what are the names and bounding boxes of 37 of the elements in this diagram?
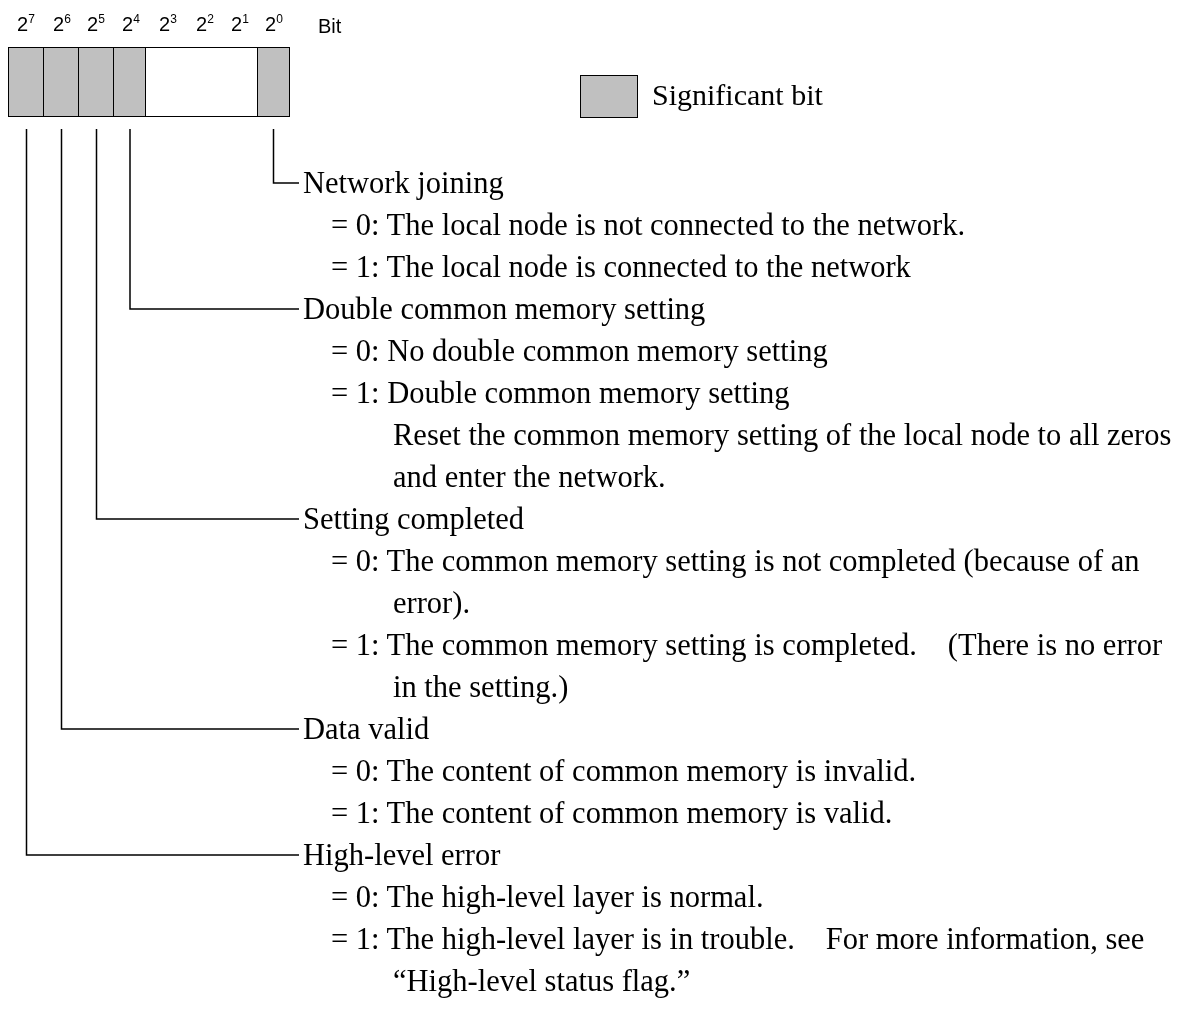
bit-cell <box>145 47 259 117</box>
bit-cell <box>113 47 147 117</box>
bit-cell <box>43 47 80 117</box>
leader-line <box>60 128 300 730</box>
leader-line <box>272 128 300 184</box>
value-description: = 0: The common memory setting is not completed (because of an error). <box>330 543 1141 622</box>
bit-cell <box>257 47 290 117</box>
value-description: = 1: Double common memory setting <box>330 375 791 412</box>
value-description: = 1: The high-level layer is in trouble. For more information, see “High-level status flag.” <box>330 921 1146 1000</box>
field-heading: Double common memory setting <box>303 291 707 328</box>
value-description: = 0: The high-level layer is normal. <box>330 879 765 916</box>
bit-weight: 2$^{3}$ <box>159 12 177 36</box>
bit-weight: 2$^{7}$ <box>17 12 35 36</box>
bit-weight: 2$^{2}$ <box>196 12 214 36</box>
bit-caption: Bit <box>318 15 342 38</box>
field-heading: Setting completed <box>303 501 526 538</box>
legend-label: Significant bit <box>652 78 823 112</box>
field-heading: Network joining <box>303 165 505 202</box>
value-note: Reset the common memory setting of the local node to all zeros and enter the network. <box>392 417 1173 496</box>
leader-line <box>129 128 300 310</box>
leader-line <box>95 128 300 520</box>
bit-weight: 2$^{1}$ <box>231 12 249 36</box>
value-description: = 0: The local node is not connected to the network. <box>330 207 967 244</box>
bit-cell <box>8 47 45 117</box>
bit-cell <box>78 47 115 117</box>
field-heading: Data valid <box>303 711 431 748</box>
bit-weight: 2$^{0}$ <box>265 12 283 36</box>
bit-weight: 2$^{6}$ <box>53 12 71 36</box>
value-description: = 1: The local node is connected to the network <box>330 249 912 286</box>
value-description: = 0: No double common memory setting <box>330 333 829 370</box>
value-description: = 0: The content of common memory is invalid. <box>330 753 918 790</box>
value-description: = 1: The content of common memory is valid. <box>330 795 894 832</box>
leader-line <box>25 128 300 856</box>
value-description: = 1: The common memory setting is completed. (There is no error in the setting.) <box>330 627 1164 706</box>
field-heading: High-level error <box>303 837 502 874</box>
bit-weight: 2$^{5}$ <box>87 12 105 36</box>
bit-weight: 2$^{4}$ <box>122 12 140 36</box>
